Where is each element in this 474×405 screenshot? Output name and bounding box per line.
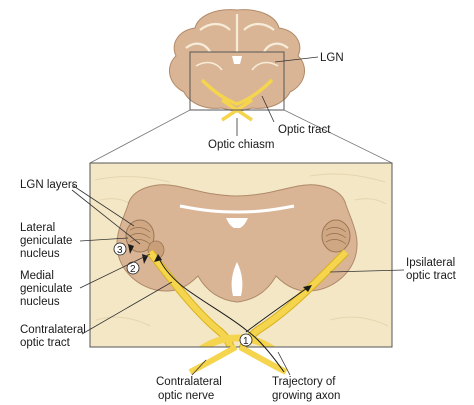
lgn-right bbox=[321, 219, 351, 253]
label-trajectory-1: Trajectory of bbox=[272, 376, 336, 388]
label-ipsilateral-tract-2: optic tract bbox=[406, 270, 457, 282]
label-contralateral-nerve-2: optic nerve bbox=[158, 390, 214, 402]
zoom-line-left bbox=[89, 109, 191, 164]
zoom-line-right bbox=[283, 109, 393, 164]
label-optic-tract: Optic tract bbox=[278, 124, 331, 136]
third-ventricle bbox=[226, 218, 248, 228]
axon-arrowhead-ipsi bbox=[303, 285, 312, 292]
label-contralateral-nerve-1: Contralateral bbox=[156, 376, 222, 388]
step-marker-2-number: 2 bbox=[130, 264, 136, 275]
label-trajectory-2: growing axon bbox=[272, 390, 340, 402]
label-medial-geniculate-2: geniculate bbox=[20, 283, 72, 295]
axon-branch-3 bbox=[128, 244, 134, 254]
label-ipsilateral-tract-1: Ipsilateral bbox=[406, 257, 455, 269]
central-ventricle bbox=[231, 262, 243, 296]
growing-axon-trajectory bbox=[157, 255, 285, 373]
ventricle-slit bbox=[179, 204, 295, 214]
axon-branch-2 bbox=[142, 254, 148, 264]
brain-tissue bbox=[116, 184, 358, 303]
brain-overview-gyri bbox=[185, 14, 289, 53]
brain-overview bbox=[168, 9, 306, 122]
label-contralateral-tract-2: optic tract bbox=[20, 337, 71, 349]
optic-tract-left-inner bbox=[147, 250, 235, 347]
meninges-texture bbox=[94, 173, 389, 327]
axon-arrow-ipsi bbox=[245, 285, 311, 333]
lgn-right-layers bbox=[325, 227, 347, 245]
brain-overview-sulci bbox=[195, 61, 279, 71]
contralateral-optic-nerve bbox=[188, 344, 238, 375]
label-contralateral-tract-1: Contralateral bbox=[20, 324, 86, 336]
brain-overview-ventricle bbox=[232, 56, 242, 64]
label-lgn: LGN bbox=[320, 52, 344, 64]
optic-chiasm bbox=[198, 334, 276, 347]
brain-overview-optic-tracts bbox=[200, 78, 274, 106]
enlarged-view bbox=[89, 162, 393, 375]
axon-arrowhead-contra bbox=[154, 254, 162, 262]
lgn-left bbox=[125, 219, 155, 253]
step-marker-3 bbox=[113, 242, 127, 256]
ipsilateral-optic-nerve bbox=[238, 344, 288, 375]
label-lateral-geniculate-2: geniculate bbox=[20, 235, 72, 247]
label-medial-geniculate-1: Medial bbox=[20, 270, 54, 282]
step-marker-3-number: 3 bbox=[117, 245, 123, 256]
label-lgn-layers: LGN layers bbox=[20, 179, 78, 191]
step-marker-1 bbox=[239, 333, 253, 347]
lgn-left-layers bbox=[129, 227, 151, 245]
label-medial-geniculate-3: nucleus bbox=[20, 296, 60, 308]
step-marker-1-number: 1 bbox=[243, 336, 249, 347]
label-lateral-geniculate-3: nucleus bbox=[20, 248, 60, 260]
brain-overview-zoom-box bbox=[189, 51, 285, 111]
label-optic-chiasm: Optic chiasm bbox=[208, 139, 274, 151]
label-lateral-geniculate-1: Lateral bbox=[20, 222, 55, 234]
